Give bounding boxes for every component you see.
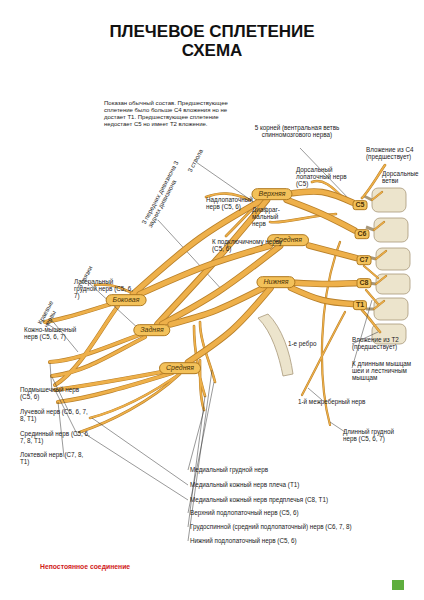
nerve-connector-group — [296, 283, 357, 284]
node-text: Нижняя — [263, 278, 288, 285]
nerve-connector — [287, 200, 355, 230]
annotation: Грудоспинной (средний подлопаточный) нер… — [190, 523, 390, 530]
annotation: Медиальный кожный нерв предплечья (С8, Т… — [190, 496, 390, 503]
node-text: Задняя — [140, 326, 163, 333]
annotation: Лучевой нерв (С5, 6, 7, 8, Т1) — [20, 408, 94, 422]
annotation: Дорсальный лопаточный нерв (С5) — [296, 166, 352, 188]
root-label: C5 — [353, 200, 368, 210]
annotation: Медиальный кожный нерв плеча (Т1) — [190, 481, 390, 488]
nerve-outline — [171, 288, 264, 325]
node-text: T1 — [356, 301, 364, 308]
nerve-band: Верхняя — [251, 188, 292, 200]
nerve-connector — [309, 246, 357, 259]
nerve-band: Боковая — [106, 294, 147, 306]
annotation: 1-е ребро — [288, 340, 328, 347]
nerve-connector — [188, 288, 271, 362]
node-text: C7 — [360, 256, 369, 263]
nerve-connector-group — [188, 288, 271, 362]
nerve-outline — [296, 283, 357, 284]
nerve-connector-group — [309, 246, 357, 259]
title: ПЛЕЧЕВОЕ СПЛЕТЕНИЕ СХЕМА — [97, 22, 327, 60]
annotation: Подмышечный нерв (С5, 6) — [20, 386, 84, 400]
nerve-band: Средняя — [159, 362, 201, 374]
annotation: Латеральный грудной нерв (С5, 6, 7) — [74, 278, 136, 300]
annotation: Вложение из С4 (предшествует) — [366, 146, 422, 160]
nerve-outline — [188, 288, 271, 362]
nerve-outline — [293, 192, 353, 203]
annotation: 3 ствола — [186, 135, 211, 174]
annotation: Показан обычный состав. Предшествующее с… — [104, 100, 232, 128]
nerve-connector — [293, 192, 353, 203]
annotation: 3 передних дивизиона 3 задних дивизиона — [140, 151, 190, 228]
annotation: Непостоянное соединение — [40, 563, 200, 571]
node-text: C8 — [360, 279, 369, 286]
annotation: 5 корней (вентральная ветвь спинномозгов… — [252, 124, 342, 138]
nerve-outline — [309, 246, 357, 259]
nerve-connector — [291, 288, 353, 304]
root-label: C8 — [357, 278, 372, 288]
node-text: C6 — [358, 230, 367, 237]
publisher-logo — [392, 580, 404, 590]
nerve-outline — [287, 200, 355, 230]
nerve-branches — [45, 165, 386, 432]
nerve-connector — [171, 288, 264, 325]
annotation: 1-й межреберный нерв — [298, 398, 378, 405]
annotation: Надлопаточный нерв (С5, 6) — [206, 196, 268, 210]
root-label: T1 — [353, 300, 367, 310]
annotation: Длинный грудной нерв (С5, 6, 7) — [343, 428, 409, 442]
annotation: Кожно-мышечный нерв (С5, 6, 7) — [24, 326, 88, 340]
node-text: Боковая — [113, 296, 140, 303]
first-rib — [258, 314, 293, 376]
annotation: Локтевой нерв (С7, 8, Т1) — [20, 451, 94, 465]
annotation: Диафраг-мальный нерв — [252, 206, 288, 228]
node-text: C5 — [356, 201, 365, 208]
nerve-connector-group — [171, 288, 264, 325]
annotation: Нижний подлопаточный нерв (С5, 6) — [190, 537, 390, 544]
root-label: C7 — [357, 255, 372, 265]
annotation: Дорсальные ветви — [382, 170, 422, 184]
node-text: Средняя — [166, 364, 194, 371]
annotation: К подключичному нерву (С5, 6) — [212, 238, 284, 252]
annotation: Верхний подлопаточный нерв (С5, 6) — [190, 509, 390, 516]
nerve-outline — [291, 288, 353, 304]
root-label: C6 — [355, 229, 370, 239]
nerve-band: Нижняя — [256, 276, 295, 288]
annotation: Медиальный грудной нерв — [190, 466, 390, 473]
nerve-connector-group — [293, 192, 353, 203]
nerve-connector — [296, 283, 357, 284]
nerve-band: Задняя — [133, 324, 170, 336]
annotation: Вложение из Т2 (предшествует) — [352, 336, 408, 350]
node-text: Верхняя — [258, 190, 285, 197]
annotation: Срединный нерв (С5, 6, 7, 8, Т1) — [20, 430, 94, 444]
nerve-connector-group — [287, 200, 355, 230]
nerve-connector-group — [291, 288, 353, 304]
annotation: К длинным мышцам шеи и лестничным мышцам — [352, 360, 414, 382]
